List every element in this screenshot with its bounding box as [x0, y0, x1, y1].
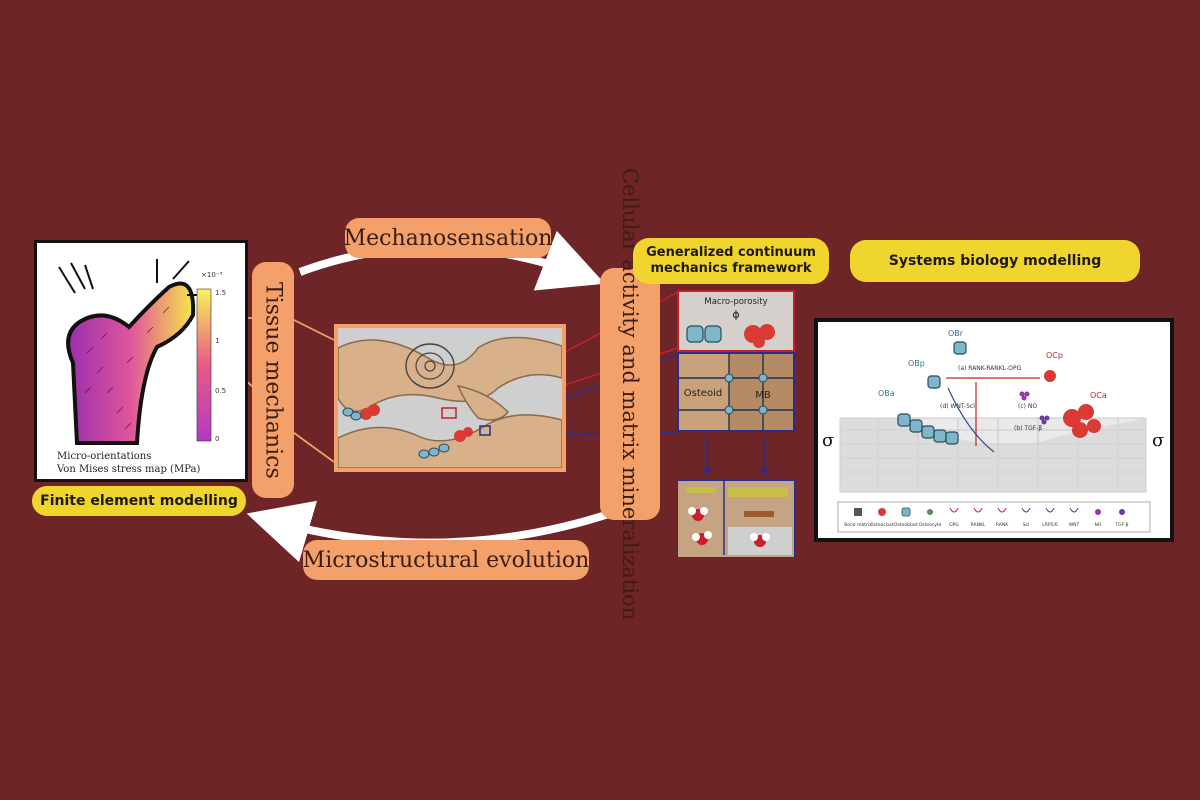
oc-p-label: OCp [1046, 351, 1063, 360]
macro-porosity-box: Macro-porosity ϕ [677, 290, 795, 352]
finite-element-tag: Finite element modelling [32, 486, 246, 516]
legend-item: Osteocyte [919, 522, 942, 528]
legend-item: TGF-β [1114, 522, 1128, 528]
ob-p-label: OBp [908, 359, 925, 368]
mechanosensation-label: Mechanosensation [344, 218, 552, 258]
macro-porosity-label: Macro-porosity [704, 297, 767, 307]
legend-item: NO [1095, 522, 1102, 528]
femur-bone [66, 281, 196, 445]
legend-item: Bone matrix [844, 522, 872, 528]
trabecular-figure [338, 328, 562, 468]
phi-label: ϕ [732, 308, 739, 321]
femur-caption-line1: Micro-orientations [57, 451, 151, 462]
legend-items: Bone matrix Osteoclast Osteoblast Osteoc… [844, 522, 1129, 528]
systems-biology-tag: Systems biology modelling [850, 240, 1140, 282]
path-b-label: (b) TGF-β [1014, 425, 1042, 432]
osteoid-mb-box: Osteoid MB [677, 352, 795, 432]
colorbar-tick: 1.5 [215, 289, 226, 297]
ob-a-label: OBa [878, 389, 895, 398]
osteoid-label: Osteoid [684, 388, 722, 399]
continuum-framework-tag: Generalized continuum mechanics framewor… [633, 238, 829, 284]
legend-item: LRP5/6 [1042, 522, 1058, 528]
femur-panel: ×10⁻³ 1.5 1 0.5 0 Micro-orientations Von… [34, 240, 248, 482]
microstructural-evolution-label: Microstructural evolution [303, 540, 589, 580]
colorbar-tick: 0.5 [215, 387, 226, 395]
colorbar [196, 288, 212, 442]
microstructural-arrow [246, 500, 617, 563]
legend-item: OPG [949, 522, 959, 528]
zoom-box-red [441, 407, 457, 419]
legend-box [837, 501, 1151, 533]
osteon [405, 343, 455, 389]
trabecular-panel [334, 324, 566, 472]
legend-glyphs [854, 507, 1125, 517]
mb-label: MB [755, 390, 771, 401]
sigma-left: σ [822, 430, 834, 451]
sigma-right: σ [1152, 430, 1164, 451]
legend-item: Osteoblast [894, 522, 918, 528]
colorbar-exponent: ×10⁻³ [201, 271, 222, 279]
systems-biology-figure: σ σ OBr OBp OBa OCp OCa (a) RANK-RANKL-O… [822, 329, 1164, 533]
osteoclast-cluster [360, 404, 473, 442]
legend-item: Scl [1023, 522, 1030, 528]
cellular-activity-label: Cellular activity and matrix mineralizat… [600, 168, 660, 620]
legend-item: WNT [1069, 522, 1080, 528]
legend-item: RANKL [971, 522, 986, 528]
legend-item: Osteoclast [870, 522, 894, 528]
legend-item: RANK [996, 522, 1009, 528]
femur-figure: ×10⁻³ 1.5 1 0.5 0 Micro-orientations Von… [56, 259, 226, 475]
osteoclast-cluster [1044, 370, 1101, 438]
osteoblast-row [342, 407, 450, 459]
femur-caption-line2: Von Mises stress map (MPa) [56, 464, 200, 475]
osteoblast-line [897, 341, 967, 445]
colorbar-tick: 1 [215, 337, 219, 345]
path-c-label: (c) NO [1018, 403, 1037, 410]
oc-a-label: OCa [1090, 391, 1107, 400]
systems-biology-panel: σ σ OBr OBp OBa OCp OCa (a) RANK-RANKL-O… [814, 318, 1174, 542]
ob-r-label: OBr [948, 329, 964, 338]
colorbar-tick: 0 [215, 435, 219, 443]
mineralization-box [677, 480, 795, 558]
zoom-box-blue [479, 425, 491, 436]
tissue-mechanics-label: Tissue mechanics [252, 262, 294, 498]
down-arrows [703, 436, 769, 476]
path-a-label: (a) RANK-RANKL-OPG [958, 365, 1022, 372]
